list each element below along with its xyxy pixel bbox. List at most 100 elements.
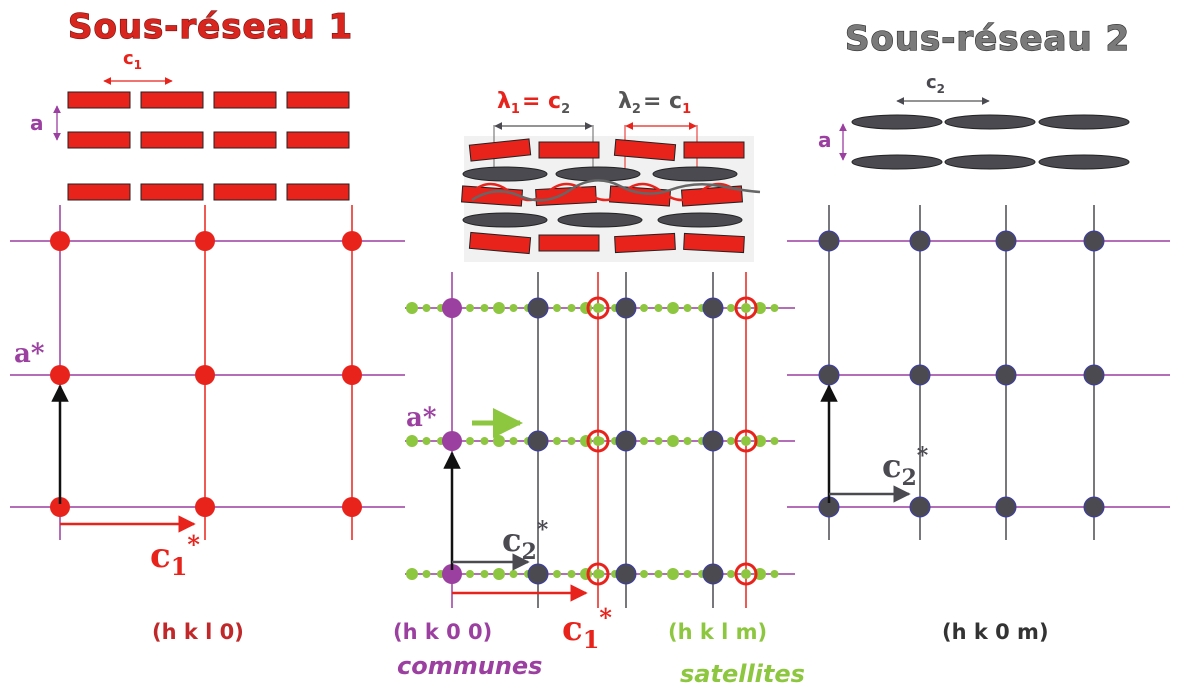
reciprocal-node-gray [1083,230,1105,252]
red-molecule [140,131,204,149]
red-molecule-rows [67,91,350,201]
modulation-wave-gray [471,179,761,202]
satellite-node [667,435,679,447]
satellite-node [654,570,663,578]
red-molecule [286,91,350,109]
c2-label: c2 [926,72,945,96]
composite-red-molecule [538,141,600,159]
reciprocal-node-red [586,562,610,586]
reciprocal-node-gray [1083,496,1105,518]
satellite-node [567,437,576,445]
satellite-node [553,570,561,578]
reciprocal-node-red [342,231,362,251]
satellite-node [770,437,779,445]
composite-red-molecule [683,232,745,254]
red-molecule [213,183,277,201]
satellite-node [741,436,751,446]
satellite-node [727,437,735,445]
common-node [442,431,462,451]
gray-molecule [1038,114,1130,130]
reciprocal-node-red [195,365,215,385]
reciprocal-node-gray [702,430,724,452]
satellites-label: satellites [680,660,805,688]
satellite-node [683,437,692,445]
reciprocal-node-gray [527,430,549,452]
red-molecule [213,91,277,109]
composite-red-molecule [613,138,677,162]
composite-gray-molecule [557,212,643,228]
reciprocal-node-gray [1083,364,1105,386]
satellite-node [480,570,489,578]
satellite-node [406,568,418,580]
sublattice1-reciprocal: a* c1* (h k l 0) [10,205,405,644]
lambda1-equation: λ1= c2 [497,89,570,117]
title-sous-reseau-2: Sous-réseau 2 [845,19,1130,59]
satellite-node [480,437,489,445]
hk0m-label: (h k 0 m) [942,620,1049,644]
satellite-node [683,570,692,578]
satellite-node [509,437,518,445]
satellite-node [466,570,474,578]
reciprocal-node-red [586,296,610,320]
hkl0-label: (h k l 0) [152,620,244,644]
reciprocal-node-gray [527,297,549,319]
gray-molecule [944,154,1036,170]
composite-gray-molecule [652,166,738,182]
composite-gray-molecule [555,166,641,182]
reciprocal-node-gray [909,496,931,518]
composite-red-molecule [538,234,600,252]
red-molecule [67,131,131,149]
hk00-label: (h k 0 0) [393,620,492,644]
satellite-node [640,437,648,445]
satellite-node [640,570,648,578]
reciprocal-node-red [50,365,70,385]
satellite-node [553,437,561,445]
common-node [442,564,462,584]
reciprocal-node-gray [995,496,1017,518]
composite-red-molecule [680,185,744,207]
satellite-node [741,303,751,313]
c2star-label-middle: c2* [502,517,549,565]
satellite-node [422,437,431,445]
reciprocal-node-gray [818,230,840,252]
gray-molecule [851,114,943,130]
satellite-node [640,304,648,312]
c2star-label-right: c2* [882,443,929,491]
composite-gray-molecule [657,212,743,228]
satellite-node [480,304,489,312]
gray-molecule-rows [851,114,1130,170]
composite-real-space: λ1= c2 λ2= c1 [460,89,761,262]
gray-molecule [851,154,943,170]
reciprocal-node-gray [909,364,931,386]
satellite-node [667,302,679,314]
common-node [442,298,462,318]
hklm-label: (h k l m) [668,620,767,644]
composite-red-molecule [468,138,532,162]
lambda2-equation: λ2= c1 [618,89,691,117]
satellite-node [493,568,505,580]
satellite-node [466,304,474,312]
reciprocal-node-red [734,429,758,453]
satellite-node [654,437,663,445]
sublattice2-reciprocal: c2* (h k 0 m) [787,205,1170,644]
c1star-label-middle: c1* [562,603,612,654]
reciprocal-node-red [342,365,362,385]
red-molecule [140,183,204,201]
reciprocal-node-gray [818,364,840,386]
composite-reciprocal: a* c2* c1* (h k 0 0) communes (h k l m) … [393,272,805,688]
reciprocal-node-red [734,562,758,586]
reciprocal-node-red [195,231,215,251]
reciprocal-node-gray [615,430,637,452]
red-molecule [140,91,204,109]
satellite-node [770,570,779,578]
reciprocal-node-gray [702,297,724,319]
satellite-node [667,568,679,580]
satellite-node [683,304,692,312]
composite-gray-molecule [462,212,548,228]
satellite-node [741,569,751,579]
satellite-node [727,304,735,312]
reciprocal-node-gray [909,230,931,252]
satellite-node [567,570,576,578]
reciprocal-node-gray [527,563,549,585]
